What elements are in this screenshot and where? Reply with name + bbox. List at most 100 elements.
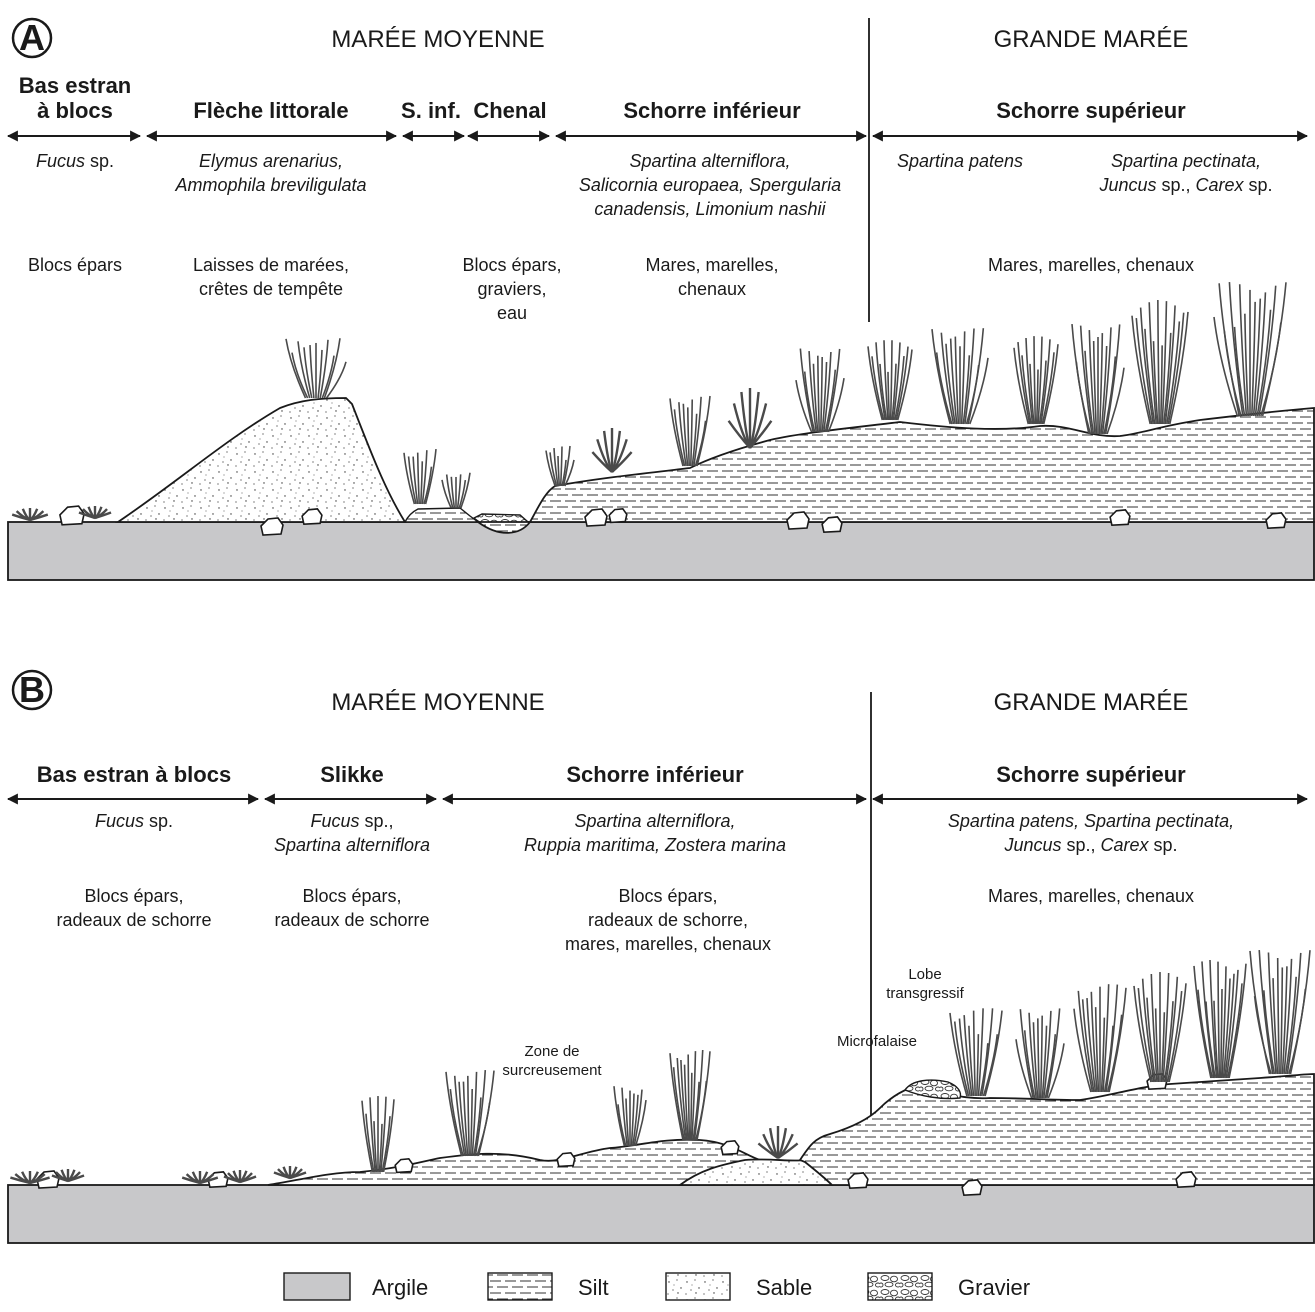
marsh-grass-icon bbox=[545, 445, 575, 487]
zone-name-schorre-inf: Schorre inférieur bbox=[623, 98, 801, 123]
species-list: Ammophila breviligulata bbox=[174, 175, 366, 195]
rock-icon bbox=[961, 1179, 983, 1197]
legend-label: Gravier bbox=[958, 1275, 1030, 1300]
feature-list: Blocs épars, bbox=[618, 886, 717, 906]
clay-layer bbox=[7, 1184, 1315, 1244]
marsh-grass-icon bbox=[1073, 984, 1127, 1093]
zone-name-bas-estran: Bas estran bbox=[19, 73, 132, 98]
shrub-icon bbox=[273, 1166, 307, 1180]
zone-name-chenal: Chenal bbox=[473, 98, 546, 123]
rock-icon bbox=[1109, 509, 1131, 527]
marsh-grass-icon bbox=[669, 395, 711, 467]
rock-icon bbox=[556, 1151, 576, 1168]
marsh-grass-icon bbox=[1193, 959, 1247, 1079]
panel-b-label bbox=[11, 669, 53, 711]
silt-layer bbox=[403, 507, 481, 523]
rock-icon bbox=[301, 508, 323, 526]
cross-section-b bbox=[7, 950, 1315, 1244]
feature-list: Mares, marelles, chenaux bbox=[988, 886, 1194, 906]
rock-icon bbox=[59, 505, 85, 526]
marsh-grass-icon bbox=[795, 348, 845, 433]
rock-icon bbox=[720, 1139, 740, 1156]
zone-name-schorre-sup: Schorre supérieur bbox=[996, 762, 1186, 787]
marsh-grass-icon bbox=[361, 1096, 395, 1173]
salt-marsh-silt bbox=[475, 407, 1315, 534]
zone-name-schorre-inf: Schorre inférieur bbox=[566, 762, 744, 787]
marsh-grass-icon bbox=[1249, 950, 1311, 1075]
feature-list: radeaux de schorre, bbox=[588, 910, 748, 930]
feature-list: Blocs épars bbox=[28, 255, 122, 275]
shrub-icon bbox=[181, 1171, 219, 1185]
slikke-silt bbox=[267, 1138, 763, 1186]
legend-swatch-sable bbox=[665, 1272, 731, 1301]
feature-list: chenaux bbox=[678, 279, 746, 299]
species-list: Spartina patens, Spartina pectinata, bbox=[948, 811, 1234, 831]
zone-name-bas-estran: à blocs bbox=[37, 98, 113, 123]
feature-list: Laisses de marées, bbox=[193, 255, 349, 275]
transgressive-lobe bbox=[903, 1079, 962, 1100]
species-list: Fucus sp. bbox=[36, 151, 114, 171]
marsh-grass-icon bbox=[613, 1086, 647, 1147]
shrub-icon bbox=[11, 508, 49, 522]
annotation-surcreusement: Zone de bbox=[524, 1043, 579, 1060]
panel-a-label-letter: A bbox=[19, 17, 45, 58]
rock-icon bbox=[1265, 512, 1287, 530]
species-list: Elymus arenarius, bbox=[199, 151, 343, 171]
marsh-grass-icon bbox=[1013, 336, 1059, 425]
rock-icon bbox=[608, 507, 628, 524]
shrub-icon bbox=[727, 388, 773, 449]
zone-name-slikke: Slikke bbox=[320, 762, 384, 787]
marsh-grass-icon bbox=[949, 1008, 1003, 1097]
marsh-grass-icon bbox=[285, 338, 347, 399]
species-list: Salicornia europaea, Spergularia bbox=[579, 175, 841, 195]
feature-list: radeaux de schorre bbox=[274, 910, 429, 930]
panel-a-tide-high: GRANDE MARÉE bbox=[994, 26, 1189, 53]
rock-icon bbox=[821, 516, 843, 534]
feature-list: eau bbox=[497, 303, 527, 323]
marsh-grass-icon bbox=[1133, 972, 1187, 1083]
rock-icon bbox=[584, 508, 608, 527]
legend-label: Sable bbox=[756, 1275, 812, 1300]
species-list: Spartina patens bbox=[897, 151, 1023, 171]
zone-name-s-inf: S. inf. bbox=[401, 98, 461, 123]
rock-icon bbox=[847, 1172, 869, 1190]
shrub-icon bbox=[78, 506, 112, 520]
annotation-lobe: transgressif bbox=[886, 985, 964, 1002]
species-list: Juncus sp., Carex sp. bbox=[1003, 835, 1177, 855]
zone-name-schorre-sup: Schorre supérieur bbox=[996, 98, 1186, 123]
shrub-icon bbox=[223, 1170, 257, 1184]
panel-b-tide-high: GRANDE MARÉE bbox=[994, 689, 1189, 716]
species-list: Spartina pectinata, bbox=[1111, 151, 1261, 171]
feature-list: radeaux de schorre bbox=[56, 910, 211, 930]
zone-name-bas-estran: Bas estran à blocs bbox=[37, 762, 231, 787]
rock-icon bbox=[260, 517, 284, 536]
annotation-microfalaise: Microfalaise bbox=[837, 1033, 917, 1050]
species-list: Spartina alterniflora, bbox=[629, 151, 790, 171]
feature-list: mares, marelles, chenaux bbox=[565, 934, 771, 954]
shrub-icon bbox=[591, 428, 633, 473]
marsh-grass-icon bbox=[403, 448, 437, 505]
species-list: Fucus sp. bbox=[95, 811, 173, 831]
feature-list: Blocs épars, bbox=[302, 886, 401, 906]
species-list: Spartina alterniflora bbox=[274, 835, 430, 855]
marsh-grass-icon bbox=[669, 1049, 711, 1141]
shrub-icon bbox=[757, 1126, 799, 1160]
species-list: Juncus sp., Carex sp. bbox=[1098, 175, 1272, 195]
marsh-grass-icon bbox=[1071, 323, 1125, 435]
species-list: canadensis, Limonium nashii bbox=[594, 199, 826, 219]
panel-a-label bbox=[11, 17, 53, 59]
species-list: Ruppia maritima, Zostera marina bbox=[524, 835, 786, 855]
marsh-grass-icon bbox=[1015, 1008, 1065, 1099]
feature-list: Mares, marelles, chenaux bbox=[988, 255, 1194, 275]
clay-layer bbox=[7, 521, 1315, 581]
rock-icon bbox=[394, 1157, 414, 1174]
annotation-surcreusement: surcreusement bbox=[502, 1062, 602, 1079]
legend-label: Silt bbox=[578, 1275, 609, 1300]
zone-name-fleche: Flèche littorale bbox=[193, 98, 348, 123]
species-list: Spartina alterniflora, bbox=[574, 811, 735, 831]
feature-list: crêtes de tempête bbox=[199, 279, 343, 299]
legend-label: Argile bbox=[372, 1275, 428, 1300]
